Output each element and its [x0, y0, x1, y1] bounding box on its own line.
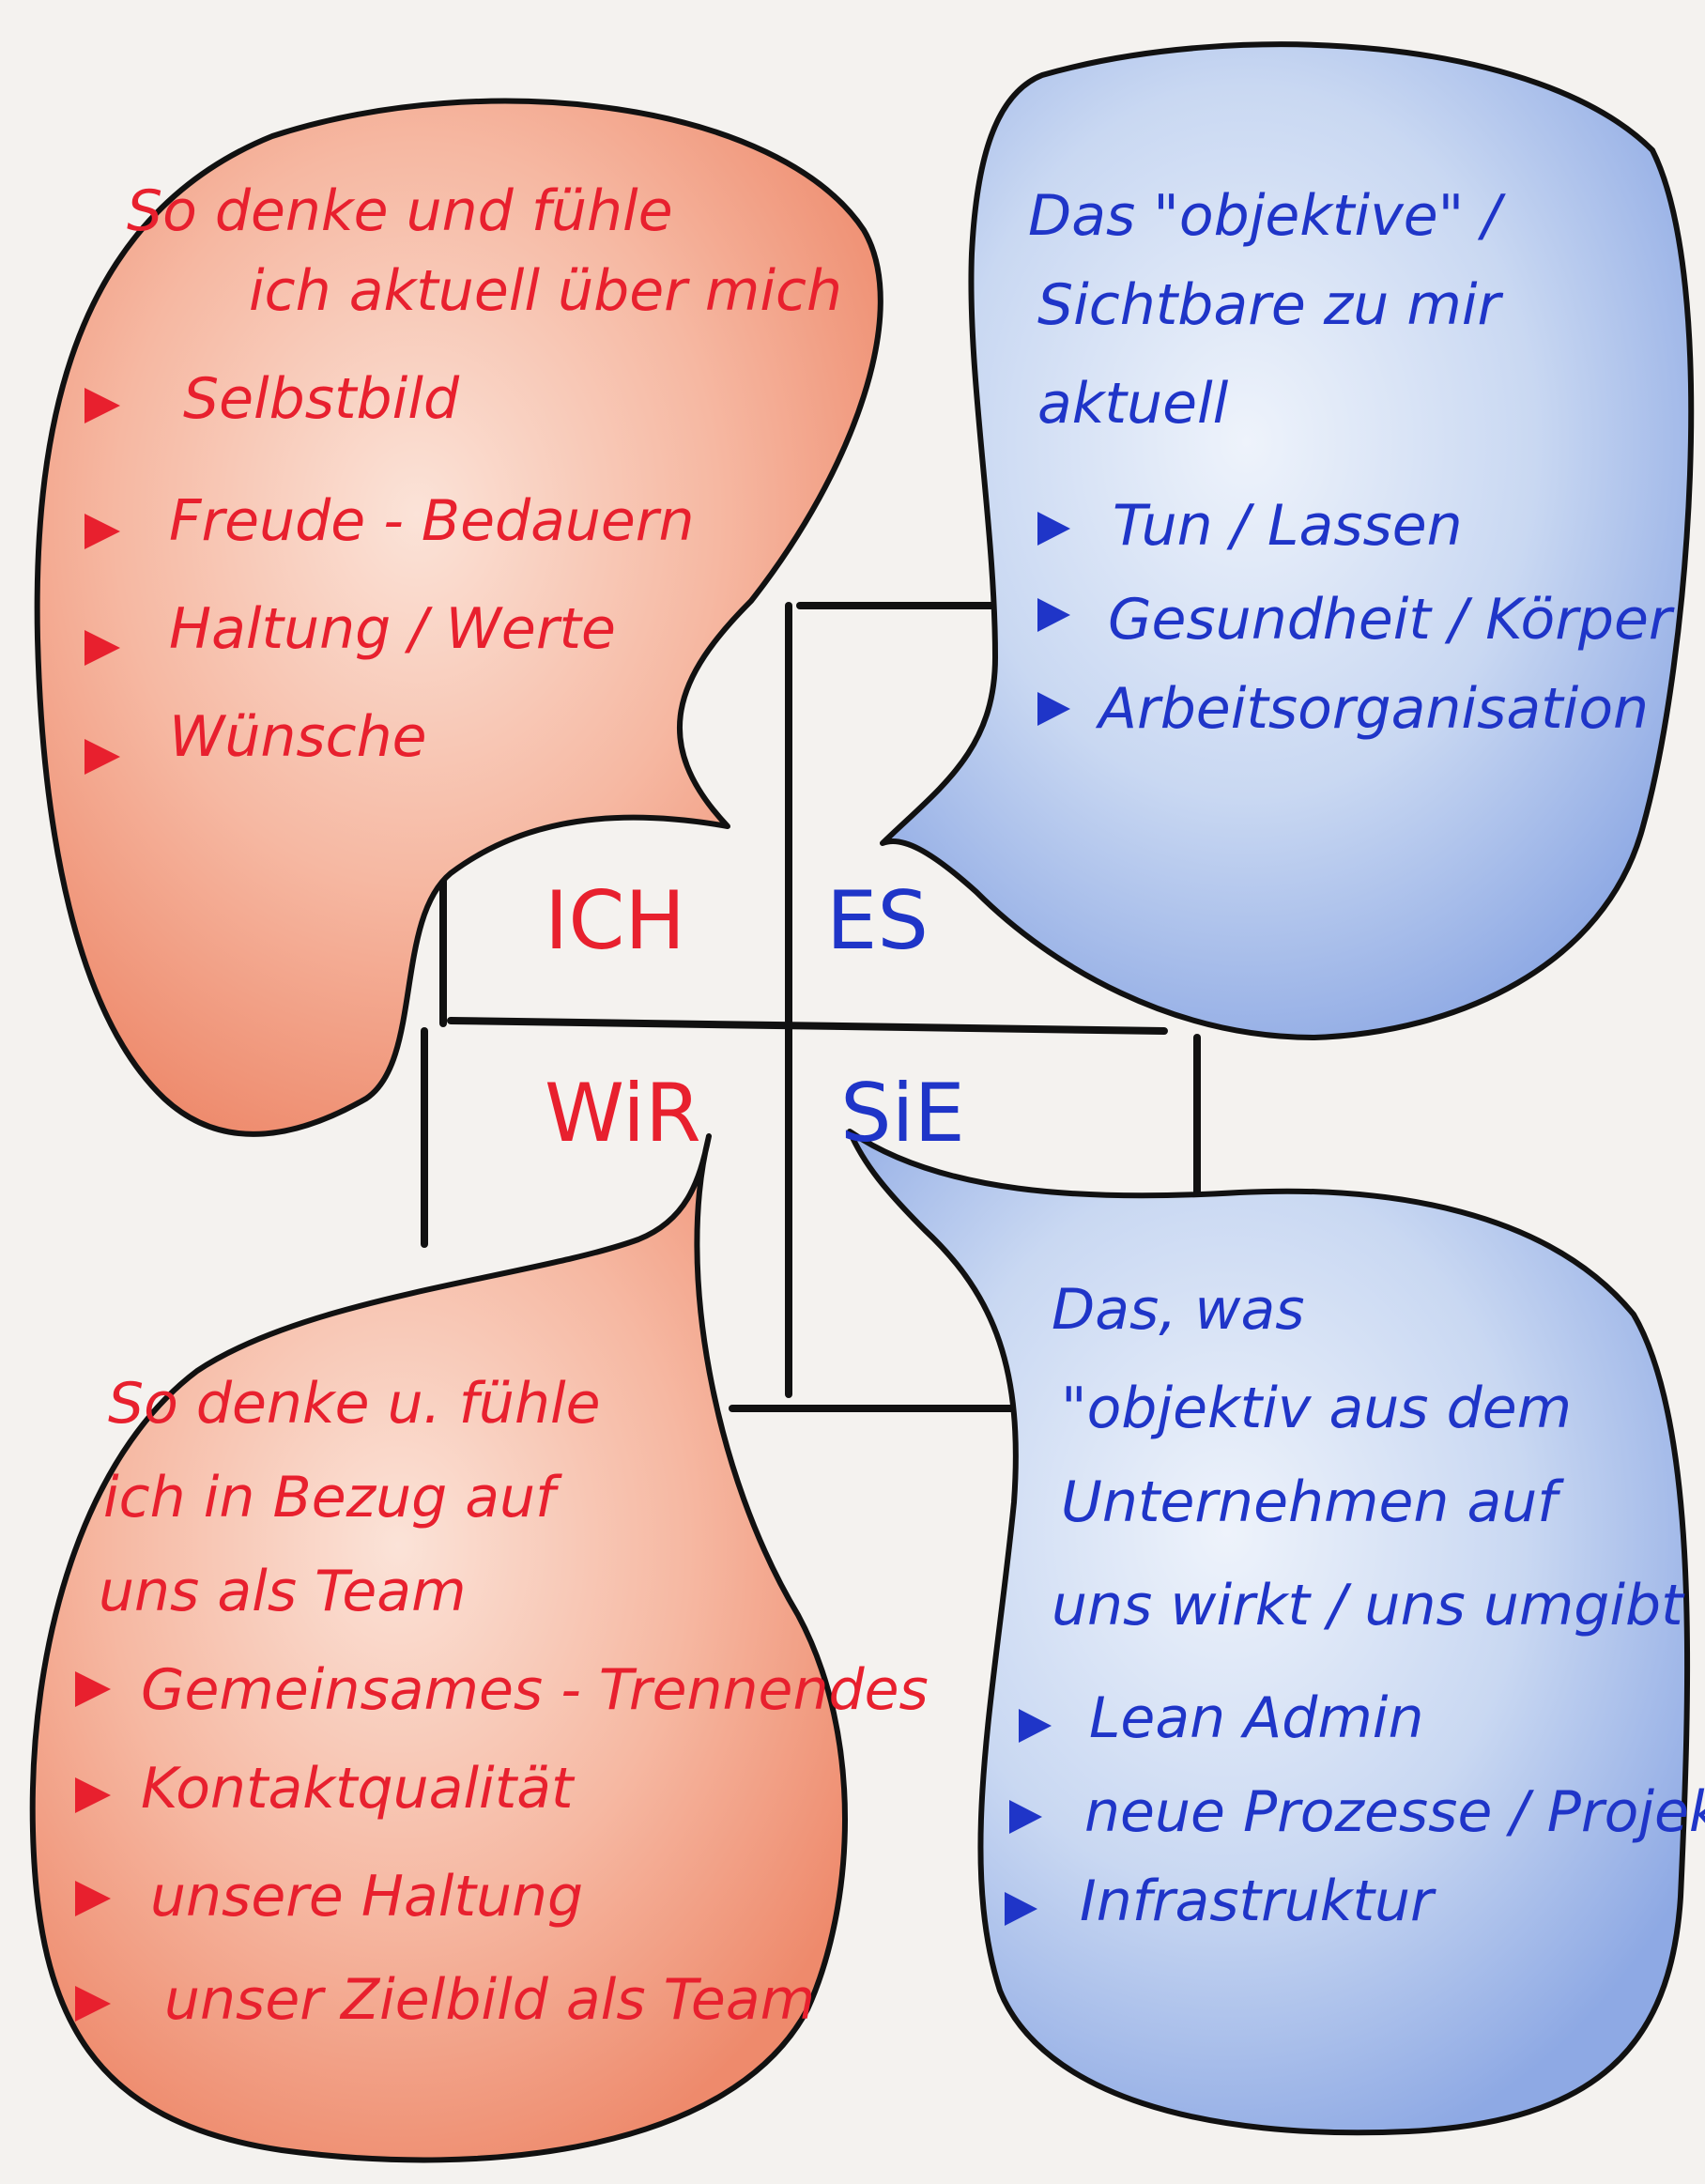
ich-heading-line-1: So denke und fühle [127, 178, 673, 244]
center-es-label: ES [826, 874, 929, 968]
cross-grid [421, 602, 1201, 1412]
sie-item-1: Lean Admin [1089, 1685, 1423, 1751]
sie-heading-line-3: Unternehmen auf [1061, 1469, 1564, 1535]
wir-heading-line-3: uns als Team [99, 1559, 467, 1624]
sie-bullet-icon [1009, 1800, 1042, 1834]
wir-quadrant-text: So denke u. fühle ich in Bezug auf uns a… [75, 1371, 929, 2033]
wir-item-3: unsere Haltung [150, 1864, 583, 1930]
sie-bullet-icon [1005, 1892, 1037, 1926]
es-heading-line-3: aktuell [1037, 371, 1229, 437]
ich-item-1: Selbstbild [183, 366, 460, 432]
es-quadrant-text: Das "objektive" / Sichtbare zu mir aktue… [1028, 183, 1675, 742]
wir-bullet-icon [75, 1777, 111, 1813]
center-wir-label: WiR [545, 1067, 701, 1161]
es-bullet-icon [1037, 512, 1070, 546]
center-ich-label: ICH [545, 874, 685, 968]
sie-item-3: Infrastruktur [1080, 1869, 1436, 1934]
es-bullet-icon [1037, 692, 1070, 726]
wir-bullet-icon [75, 1671, 111, 1707]
ich-item-4: Wünsche [169, 704, 427, 770]
sie-blob [847, 1129, 1691, 2136]
horizontal-axis [447, 1017, 1168, 1035]
ich-bullet-icon [84, 630, 120, 666]
wir-item-1: Gemeinsames - Trennendes [141, 1657, 929, 1723]
wir-item-2: Kontaktqualität [141, 1756, 576, 1822]
sie-heading-line-1: Das, was [1052, 1277, 1304, 1343]
ich-quadrant-text: So denke und fühle ich aktuell über mich… [84, 178, 842, 775]
es-bullet-icon [1037, 598, 1070, 632]
wir-heading-line-1: So denke u. fühle [108, 1371, 601, 1437]
ich-bullet-icon [84, 739, 120, 775]
es-item-1: Tun / Lassen [1113, 493, 1463, 559]
sie-heading-line-4: uns wirkt / uns umgibt [1052, 1573, 1685, 1638]
es-blob [880, 41, 1695, 1040]
ich-bullet-icon [84, 514, 120, 549]
es-item-3: Arbeitsorganisation [1095, 676, 1649, 742]
sie-item-2: neue Prozesse / Projekte [1084, 1779, 1705, 1845]
sie-bullet-icon [1019, 1709, 1052, 1743]
ich-blob [34, 98, 883, 1137]
es-heading-line-2: Sichtbare zu mir [1037, 272, 1504, 338]
wir-bullet-icon [75, 1986, 111, 2022]
ich-item-3: Haltung / Werte [169, 596, 616, 662]
sie-quadrant-text: Das, was "objektiv aus dem Unternehmen a… [1005, 1277, 1705, 1934]
wir-bullet-icon [75, 1881, 111, 1916]
wir-heading-line-2: ich in Bezug auf [103, 1465, 562, 1530]
ich-heading-line-2: ich aktuell über mich [249, 258, 842, 324]
es-heading-line-1: Das "objektive" / [1028, 183, 1506, 249]
wir-item-4: unser Zielbild als Team [164, 1967, 815, 2033]
sie-heading-line-2: "objektiv aus dem [1061, 1376, 1572, 1441]
ich-bullet-icon [84, 388, 120, 423]
wir-blob [29, 1133, 848, 2163]
es-item-2: Gesundheit / Körper [1108, 587, 1675, 653]
ich-item-2: Freude - Bedauern [169, 488, 694, 554]
center-sie-label: SiE [840, 1067, 965, 1161]
